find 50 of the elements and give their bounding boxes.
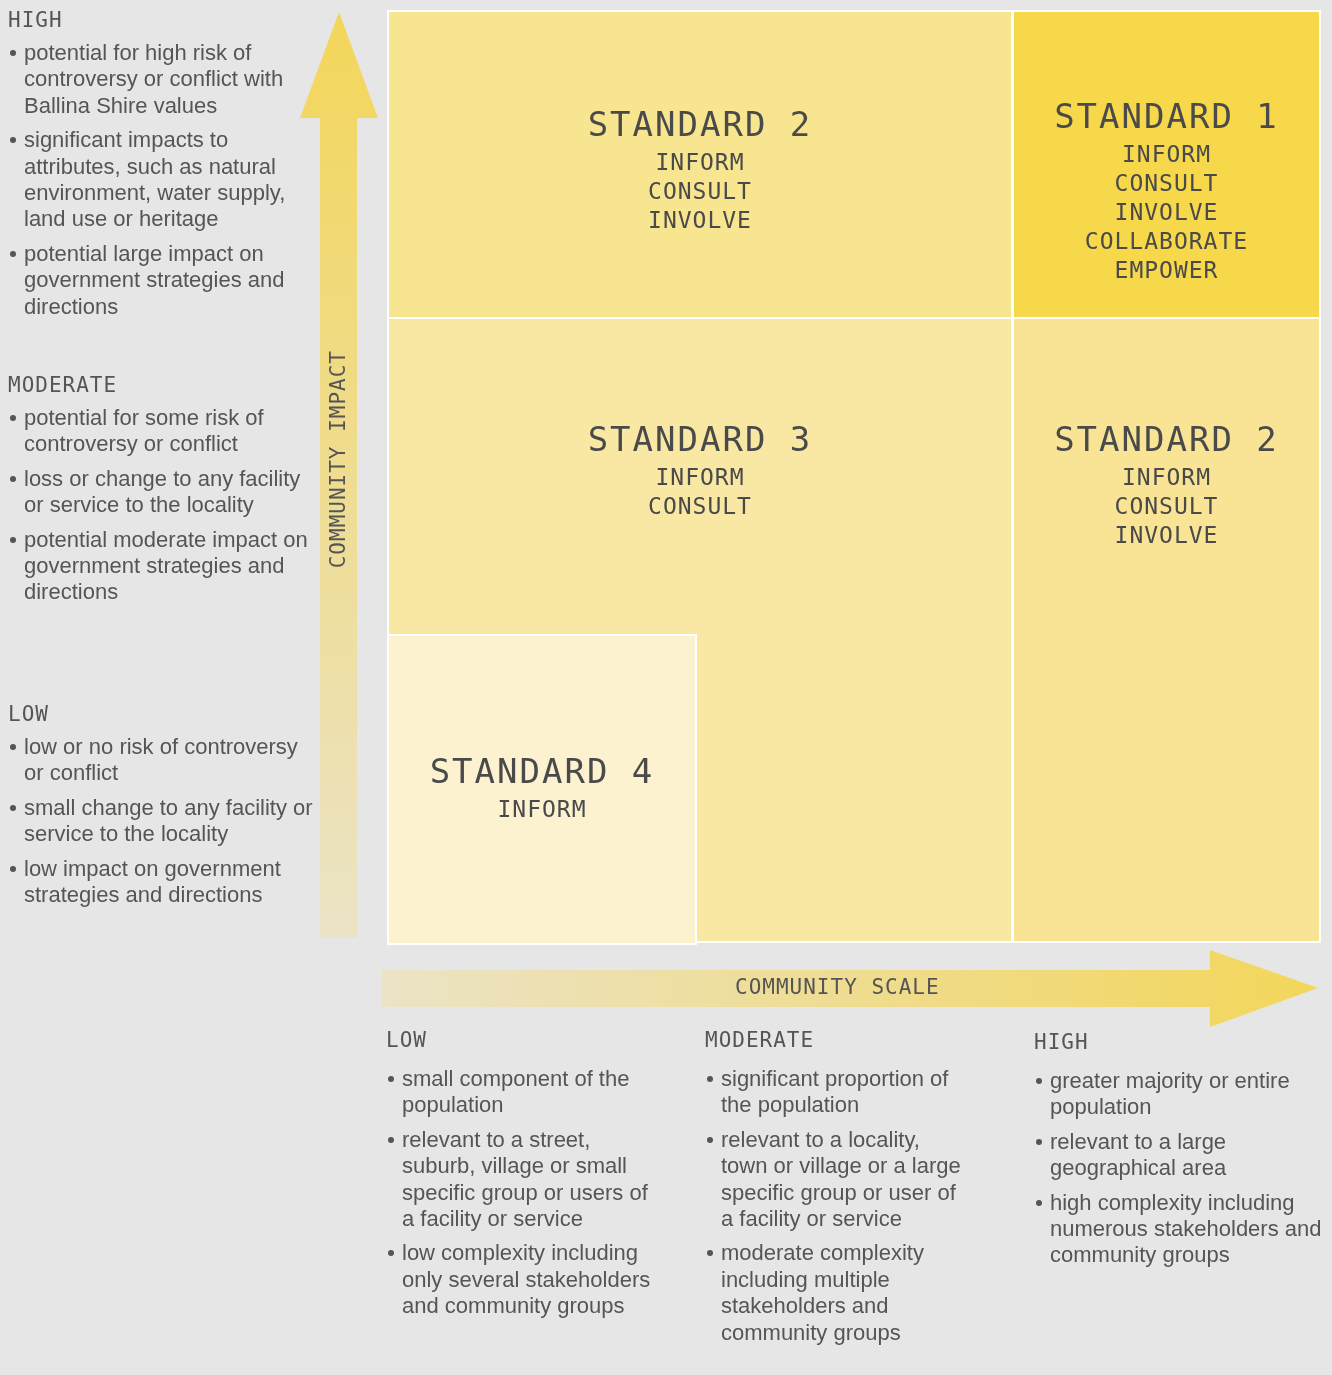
standard-title: STANDARD 2 <box>1054 419 1279 459</box>
engagement-level: INVOLVE <box>648 206 752 235</box>
matrix-cell <box>387 317 1013 943</box>
bullet-item: significant impacts to attributes, such as natural environment, water supply, land use or heritage <box>8 127 313 233</box>
bullet-item: potential moderate impact on government strategies and directions <box>8 526 313 606</box>
level-heading: LOW <box>386 1028 428 1052</box>
matrix-cell <box>1012 10 1321 319</box>
engagement-level: COLLABORATE <box>1084 227 1249 256</box>
matrix-cell <box>387 10 1013 319</box>
bullet-item: loss or change to any facility or service to the locality <box>8 465 313 519</box>
standard-title: STANDARD 1 <box>1054 96 1279 136</box>
bullet-item: small change to any facility or service to the locality <box>8 794 313 848</box>
standard-title: STANDARD 3 <box>587 419 813 459</box>
engagement-level: INVOLVE <box>1114 198 1219 227</box>
bullet-item: moderate complexity including multiple stakeholders and community groups <box>705 1240 970 1346</box>
engagement-level: CONSULT <box>1114 492 1219 521</box>
bullet-item: high complexity including numerous stakeholders and community groups <box>1034 1189 1329 1269</box>
engagement-level: INVOLVE <box>1114 521 1219 550</box>
matrix-cell <box>1012 317 1321 943</box>
bullet-item: relevant to a large geographical area <box>1034 1128 1329 1182</box>
bullet-item: greater majority or entire population <box>1034 1068 1329 1121</box>
engagement-level: CONSULT <box>648 177 752 206</box>
engagement-level: CONSULT <box>648 492 752 521</box>
engagement-level: EMPOWER <box>1114 256 1219 285</box>
level-heading: HIGH <box>8 8 64 32</box>
bullet-item: potential for some risk of controversy or conflict <box>8 405 313 458</box>
engagement-level: INFORM <box>1121 463 1212 492</box>
axis-label: COMMUNITY SCALE <box>735 975 940 999</box>
bullet-item: relevant to a locality, town or village or a large specific group or user of a facility or service <box>705 1126 970 1233</box>
bullet-item: low impact on government strategies and directions <box>8 855 313 909</box>
engagement-level: INFORM <box>655 463 745 492</box>
matrix-cell <box>387 634 697 945</box>
standard-title: STANDARD 2 <box>587 104 813 144</box>
engagement-level: INFORM <box>497 795 587 824</box>
level-heading: HIGH <box>1034 1030 1090 1054</box>
bullet-item: significant proportion of the population <box>705 1066 970 1119</box>
bullet-item: small component of the population <box>386 1066 666 1119</box>
level-heading: MODERATE <box>8 373 119 397</box>
axis-label: COMMUNITY IMPACT <box>326 350 350 569</box>
bullet-item: potential for high risk of controversy or conflict with Ballina Shire values <box>8 40 313 120</box>
level-heading: MODERATE <box>705 1028 816 1052</box>
bullet-item: potential large impact on government strategies and directions <box>8 240 313 320</box>
standard-title: STANDARD 4 <box>429 751 655 791</box>
bullet-item: low complexity including only several stakeholders and community groups <box>386 1240 666 1320</box>
engagement-level: INFORM <box>655 148 745 177</box>
bullet-item: relevant to a street, suburb, village or small specific group or users of a facility or service <box>386 1126 666 1233</box>
bullet-item: low or no risk of controversy or conflict <box>8 734 313 787</box>
engagement-level: CONSULT <box>1114 169 1219 198</box>
level-heading: LOW <box>8 702 50 726</box>
engagement-level: INFORM <box>1121 140 1212 169</box>
